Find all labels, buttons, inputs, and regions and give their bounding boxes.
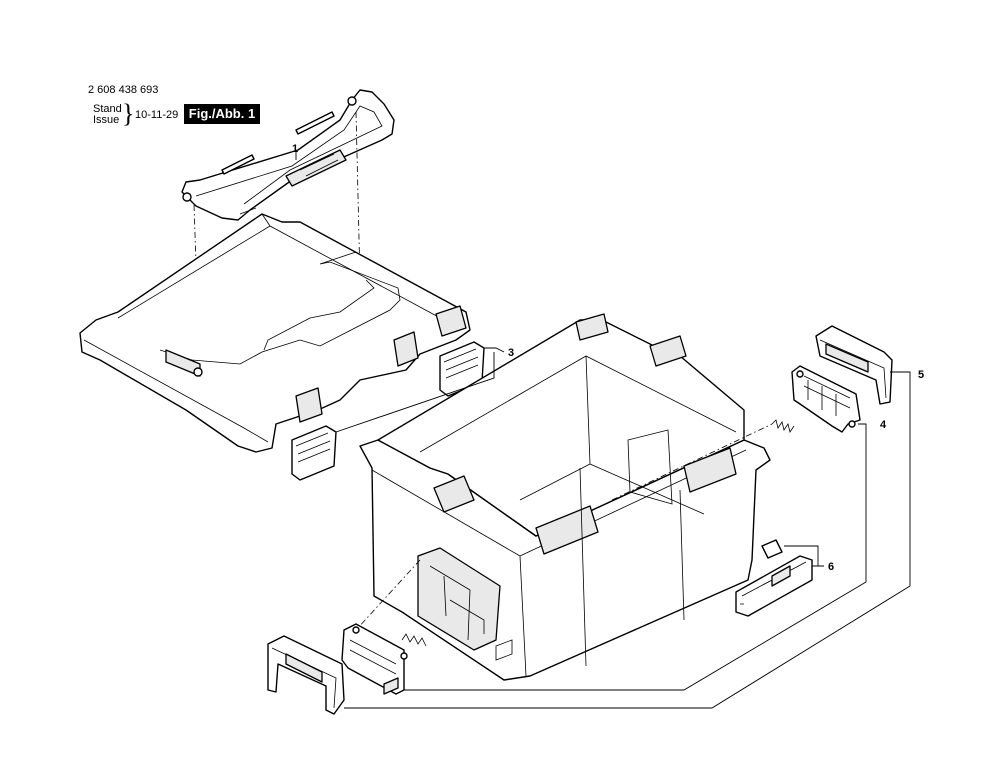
latch-cover-left-part bbox=[267, 635, 345, 715]
latch-mechanism-right-part bbox=[791, 365, 861, 433]
callout-6: 6 bbox=[828, 561, 834, 573]
side-clip-part bbox=[735, 539, 813, 617]
callout-1: 1 bbox=[292, 143, 298, 155]
spring-left-part bbox=[401, 633, 427, 647]
latch-plate-part bbox=[291, 341, 485, 481]
issue-label: Issue bbox=[93, 114, 120, 126]
latch-cover-right-part bbox=[815, 325, 893, 405]
figure-badge: Fig./Abb. 1 bbox=[184, 104, 260, 124]
issue-date: 10-11-29 bbox=[135, 109, 179, 121]
latch-mechanism-left-part bbox=[341, 623, 408, 695]
stand-issue-label: Stand Issue bbox=[93, 104, 122, 126]
lid-part bbox=[79, 207, 471, 453]
callout-4: 4 bbox=[880, 419, 887, 431]
drawing-header: 2 608 438 693 Stand Issue } 10-11-29 Fig… bbox=[88, 84, 348, 144]
part-number: 2 608 438 693 bbox=[88, 84, 159, 96]
box-body-part bbox=[355, 313, 773, 681]
leader-lines bbox=[295, 152, 911, 709]
spring-right-part bbox=[771, 419, 795, 433]
brace-glyph: } bbox=[122, 99, 135, 128]
stand-label: Stand bbox=[93, 103, 122, 115]
callout-3: 3 bbox=[508, 347, 514, 359]
callout-5: 5 bbox=[918, 369, 924, 381]
handle-part bbox=[181, 89, 395, 381]
